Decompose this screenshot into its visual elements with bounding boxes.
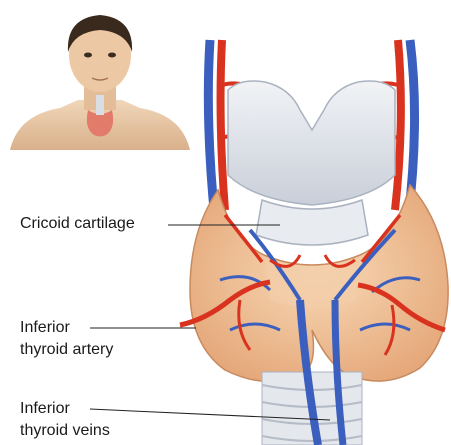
person-inset <box>10 15 190 150</box>
thyroid-cartilage <box>228 81 395 205</box>
cricoid-cartilage <box>256 200 368 245</box>
inferior-thyroid-veins-label-line1: Inferior <box>20 399 70 419</box>
inferior-thyroid-veins-label-line2: thyroid veins <box>20 421 110 441</box>
cricoid-cartilage-label: Cricoid cartilage <box>20 214 135 234</box>
inferior-thyroid-artery-label-line2: thyroid artery <box>20 340 113 360</box>
inferior-thyroid-artery-label-line1: Inferior <box>20 318 70 338</box>
